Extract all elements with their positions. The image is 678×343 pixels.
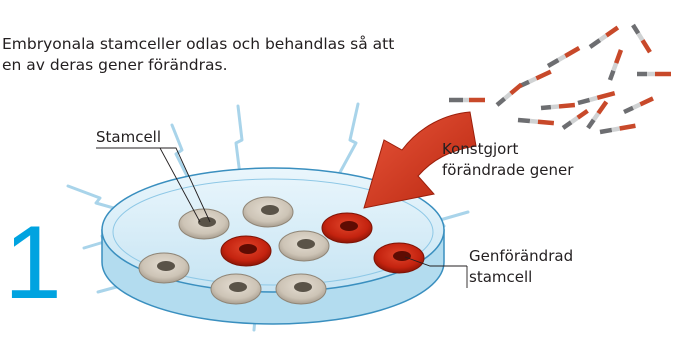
- modified-genes: [449, 25, 671, 132]
- modified-cell-label-line-1: Genförändrad: [469, 246, 573, 267]
- modified-cell: [374, 243, 424, 273]
- modified-genes-label-line-2: förändrade gener: [442, 160, 573, 181]
- stem-cell: [179, 209, 229, 239]
- stem-cell: [211, 274, 261, 304]
- stem-cell: [279, 231, 329, 261]
- modified-genes-label-line-1: Konstgjort: [442, 139, 518, 160]
- stem-cell: [243, 197, 293, 227]
- step-number: 1: [4, 208, 62, 318]
- modified-cell-label-line-2: stamcell: [469, 267, 532, 288]
- stem-cell: [139, 253, 189, 283]
- stem-cell: [276, 274, 326, 304]
- intro-line-1: Embryonala stamceller odlas och behandla…: [2, 34, 394, 55]
- modified-cell: [221, 236, 271, 266]
- stem-cell-label: Stamcell: [96, 127, 161, 148]
- intro-line-2: en av deras gener förändras.: [2, 55, 228, 76]
- modified-cell: [322, 213, 372, 243]
